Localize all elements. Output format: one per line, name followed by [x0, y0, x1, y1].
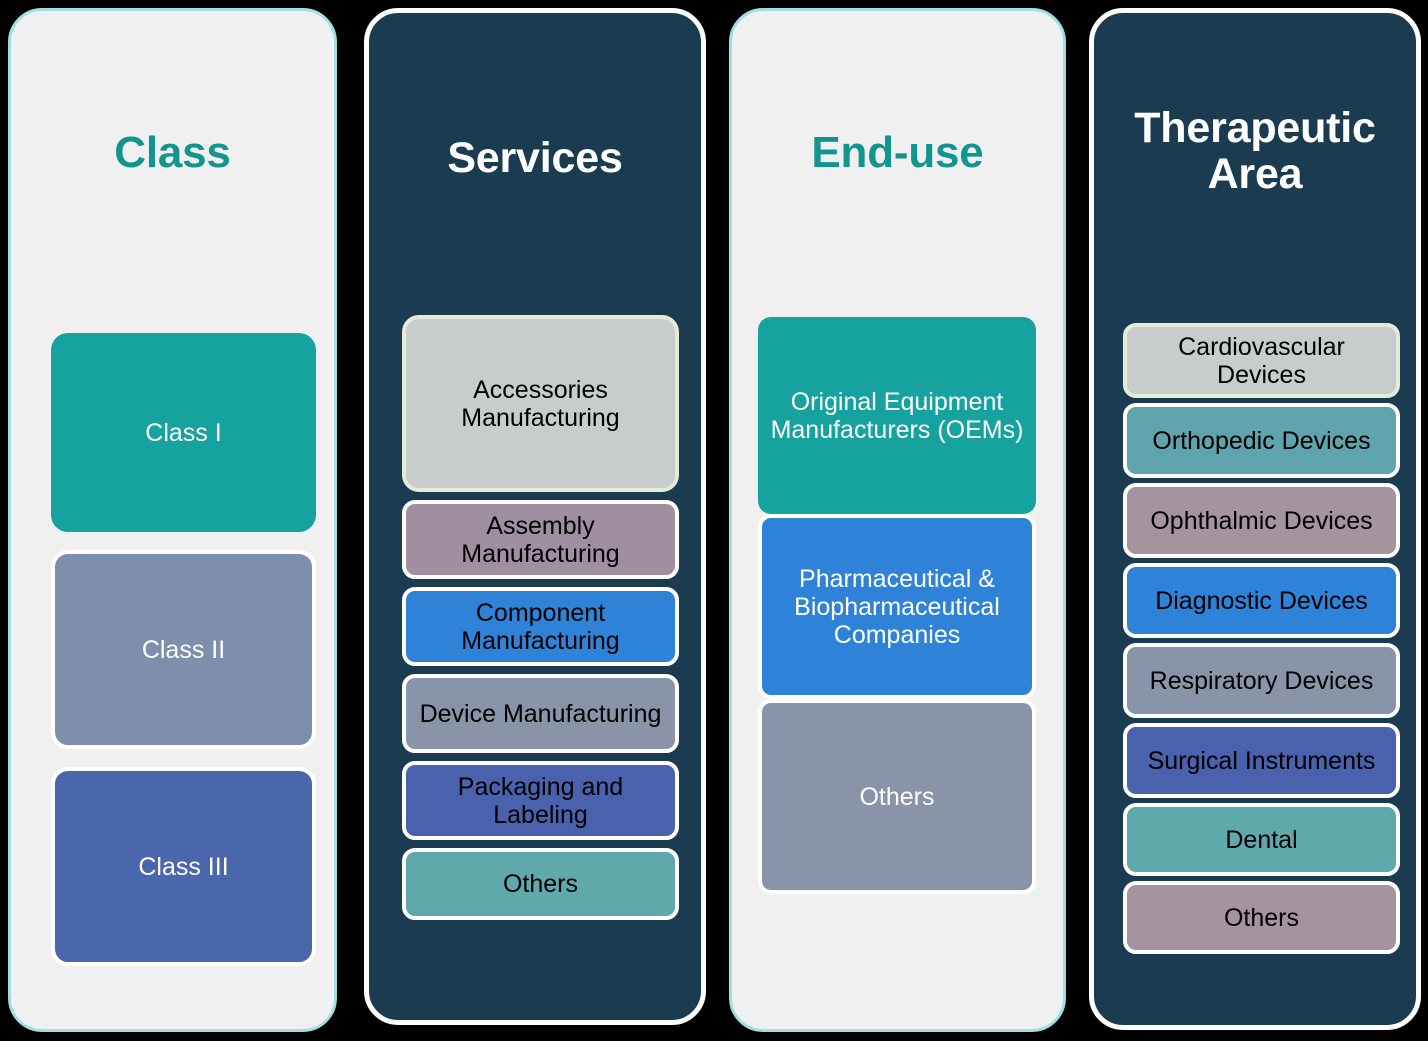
item-box[interactable]: Orthopedic Devices: [1123, 403, 1400, 478]
item-label: Assembly Manufacturing: [461, 511, 620, 568]
column-card-class: Class Class I Class II Class III: [8, 8, 337, 1032]
item-box[interactable]: Class II: [51, 550, 316, 749]
item-label: Respiratory Devices: [1149, 666, 1374, 695]
item-label: Orthopedic Devices: [1152, 426, 1371, 455]
item-label: Diagnostic Devices: [1155, 586, 1368, 615]
item-label: Original Equipment Manufacturers (OEMs): [770, 387, 1024, 444]
column-card-enduse: End-use Original Equipment Manufacturers…: [729, 8, 1066, 1032]
item-box[interactable]: Class I: [51, 333, 316, 532]
item-box[interactable]: Pharmaceutical & Biopharmaceutical Compa…: [758, 514, 1036, 699]
item-label: Others: [502, 870, 579, 898]
item-box[interactable]: Original Equipment Manufacturers (OEMs): [758, 317, 1036, 514]
item-box[interactable]: Ophthalmic Devices: [1123, 483, 1400, 558]
item-label: Surgical Instruments: [1147, 746, 1376, 775]
item-label: Accessories Manufacturing: [461, 375, 620, 432]
item-box[interactable]: Diagnostic Devices: [1123, 563, 1400, 638]
item-box[interactable]: Component Manufacturing: [402, 587, 679, 666]
item-label: Cardiovascular Devices: [1178, 332, 1345, 389]
item-box[interactable]: Others: [758, 699, 1036, 894]
item-label: Others: [859, 782, 935, 811]
item-label: Dental: [1225, 825, 1298, 854]
item-label: Class I: [145, 418, 222, 447]
item-list-class: Class I Class II Class III: [51, 333, 316, 984]
item-label: Pharmaceutical & Biopharmaceutical Compa…: [794, 564, 1000, 649]
column-title-therapeutic-area: Therapeutic Area: [1134, 104, 1376, 199]
item-box[interactable]: Accessories Manufacturing: [402, 315, 679, 492]
item-label: Class II: [141, 635, 226, 664]
item-label: Packaging and Labeling: [457, 772, 624, 829]
item-box[interactable]: Class III: [51, 767, 316, 966]
item-label: Others: [1223, 903, 1300, 932]
item-box[interactable]: Others: [402, 848, 679, 920]
item-box[interactable]: Assembly Manufacturing: [402, 500, 679, 579]
column-title-class: Class: [114, 128, 231, 177]
item-label: Device Manufacturing: [419, 699, 662, 728]
item-label: Class III: [138, 852, 229, 881]
item-box[interactable]: Surgical Instruments: [1123, 723, 1400, 798]
item-box[interactable]: Device Manufacturing: [402, 674, 679, 753]
column-title-enduse: End-use: [811, 128, 984, 177]
item-label: Component Manufacturing: [461, 598, 620, 655]
item-box[interactable]: Dental: [1123, 803, 1400, 876]
item-list-enduse: Original Equipment Manufacturers (OEMs) P…: [758, 317, 1036, 894]
item-box[interactable]: Cardiovascular Devices: [1123, 323, 1400, 398]
column-title-services: Services: [447, 134, 623, 182]
item-box[interactable]: Respiratory Devices: [1123, 643, 1400, 718]
item-box[interactable]: Packaging and Labeling: [402, 761, 679, 840]
item-label: Ophthalmic Devices: [1150, 506, 1373, 535]
item-box[interactable]: Others: [1123, 881, 1400, 954]
